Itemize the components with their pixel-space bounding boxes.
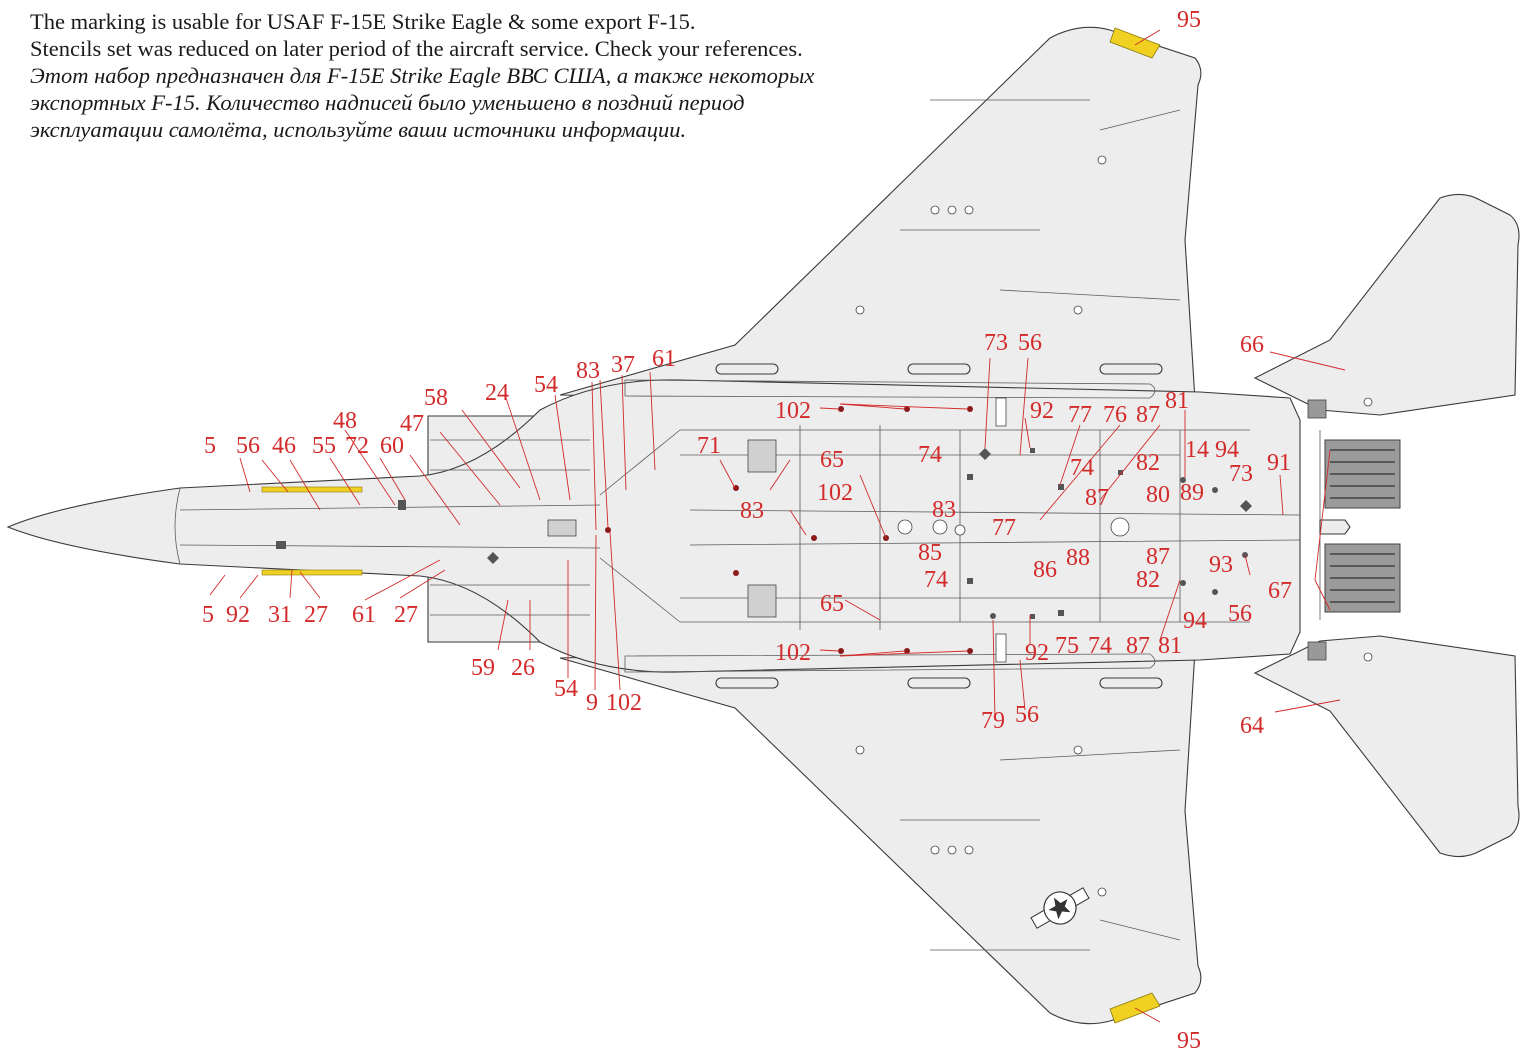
radome-line xyxy=(174,487,181,565)
callout-102-a: 102 xyxy=(775,398,811,424)
upper-wing xyxy=(559,26,1202,406)
callout-65-b: 65 xyxy=(820,591,844,617)
callout-14: 14 xyxy=(1185,437,1209,463)
callout-74-d: 74 xyxy=(1088,633,1112,659)
callout-74-a: 74 xyxy=(918,442,942,468)
callout-83-a: 83 xyxy=(576,358,600,384)
callout-87-b: 87 xyxy=(1085,485,1109,511)
callout-73-b: 73 xyxy=(1229,461,1253,487)
callout-64: 64 xyxy=(1240,713,1264,739)
callout-47: 47 xyxy=(400,411,424,437)
access-holes xyxy=(855,155,1373,897)
intro-line-2: Stencils set was reduced on later period… xyxy=(30,36,803,61)
callout-66: 66 xyxy=(1240,332,1264,358)
callout-56-a: 56 xyxy=(1018,330,1042,356)
callout-26: 26 xyxy=(511,655,535,681)
callout-81-b: 81 xyxy=(1158,633,1182,659)
lower-cft xyxy=(624,653,1156,673)
callout-82-b: 82 xyxy=(1136,567,1160,593)
intro-line-4: экспортных F-15. Количество надписей был… xyxy=(30,90,745,115)
vent-grilles xyxy=(547,397,1327,663)
callout-72: 72 xyxy=(345,433,369,459)
us-insignia xyxy=(1030,887,1090,929)
callout-79: 79 xyxy=(981,708,1005,734)
callout-67: 67 xyxy=(1268,578,1292,604)
callout-92-a: 92 xyxy=(1030,398,1054,424)
callout-61-b: 61 xyxy=(352,602,376,628)
callout-61-a: 61 xyxy=(652,346,676,372)
callout-48: 48 xyxy=(333,408,357,434)
callout-87-a: 87 xyxy=(1136,402,1160,428)
callout-74-b: 74 xyxy=(1070,455,1094,481)
callout-102-c: 102 xyxy=(775,640,811,666)
callout-5-a: 5 xyxy=(204,433,216,459)
callout-59: 59 xyxy=(471,655,495,681)
callout-31: 31 xyxy=(268,602,292,628)
upper-stabilizer xyxy=(1253,193,1520,416)
callout-93: 93 xyxy=(1209,552,1233,578)
callout-92-c: 92 xyxy=(1025,640,1049,666)
callout-94-b: 94 xyxy=(1183,608,1207,634)
callout-56-d: 56 xyxy=(1015,702,1039,728)
callout-9: 9 xyxy=(586,690,598,716)
callout-87-d: 87 xyxy=(1126,633,1150,659)
callout-82-a: 82 xyxy=(1136,450,1160,476)
callout-56-b: 56 xyxy=(236,433,260,459)
callout-81-a: 81 xyxy=(1165,388,1189,414)
callout-74-c: 74 xyxy=(924,567,948,593)
airframe xyxy=(6,26,1520,1025)
formation-lights xyxy=(261,27,1161,1024)
callout-65-a: 65 xyxy=(820,447,844,473)
callout-86: 86 xyxy=(1033,557,1057,583)
callout-54-a: 54 xyxy=(534,372,558,398)
callout-102-b: 102 xyxy=(817,480,853,506)
intro-line-3: Этот набор предназначен для F-15E Strike… xyxy=(30,63,815,88)
callout-88: 88 xyxy=(1066,545,1090,571)
callout-83-c: 83 xyxy=(932,497,956,523)
callout-94-a: 94 xyxy=(1215,437,1239,463)
callout-60: 60 xyxy=(380,433,404,459)
callout-95-bottom: 95 xyxy=(1177,1028,1201,1051)
upper-cft xyxy=(624,379,1156,399)
callout-87-c: 87 xyxy=(1146,544,1170,570)
callout-27-b: 27 xyxy=(394,602,418,628)
callout-71: 71 xyxy=(697,433,721,459)
intro-text: The marking is usable for USAF F-15E Str… xyxy=(30,8,814,143)
callout-77-b: 77 xyxy=(992,515,1016,541)
stencil-blocks xyxy=(276,448,1252,619)
callout-76: 76 xyxy=(1103,402,1127,428)
leader-lines xyxy=(209,29,1346,1023)
callout-77-a: 77 xyxy=(1068,402,1092,428)
callout-80: 80 xyxy=(1146,482,1170,508)
callout-37: 37 xyxy=(611,352,635,378)
callout-85: 85 xyxy=(918,540,942,566)
callout-54-b: 54 xyxy=(554,676,578,702)
callout-75: 75 xyxy=(1055,633,1079,659)
lower-wing xyxy=(559,645,1202,1025)
callout-89: 89 xyxy=(1180,480,1204,506)
callout-5-b: 5 xyxy=(202,602,214,628)
pylons xyxy=(715,363,1163,689)
callout-numbers: 95 95 66 64 73 56 83 37 61 102 92 77 76 … xyxy=(202,7,1292,1051)
callout-55: 55 xyxy=(312,433,336,459)
engine-nozzles xyxy=(1319,439,1401,613)
lower-stabilizer xyxy=(1253,635,1520,858)
intro-line-1: The marking is usable for USAF F-15E Str… xyxy=(30,9,696,34)
callout-83-b: 83 xyxy=(740,498,764,524)
callout-27-a: 27 xyxy=(304,602,328,628)
stencil-dots xyxy=(605,406,973,654)
callout-24: 24 xyxy=(485,380,509,406)
callout-46: 46 xyxy=(272,433,296,459)
callout-73-a: 73 xyxy=(984,330,1008,356)
callout-56-c: 56 xyxy=(1228,601,1252,627)
intro-line-5: эксплуатации самолёта, используйте ваши … xyxy=(30,117,687,142)
callout-91: 91 xyxy=(1267,450,1291,476)
spine-lines xyxy=(179,99,1321,951)
callout-102-d: 102 xyxy=(606,690,642,716)
callout-58: 58 xyxy=(424,385,448,411)
callout-92-b: 92 xyxy=(226,602,250,628)
callout-95-top: 95 xyxy=(1177,7,1201,33)
